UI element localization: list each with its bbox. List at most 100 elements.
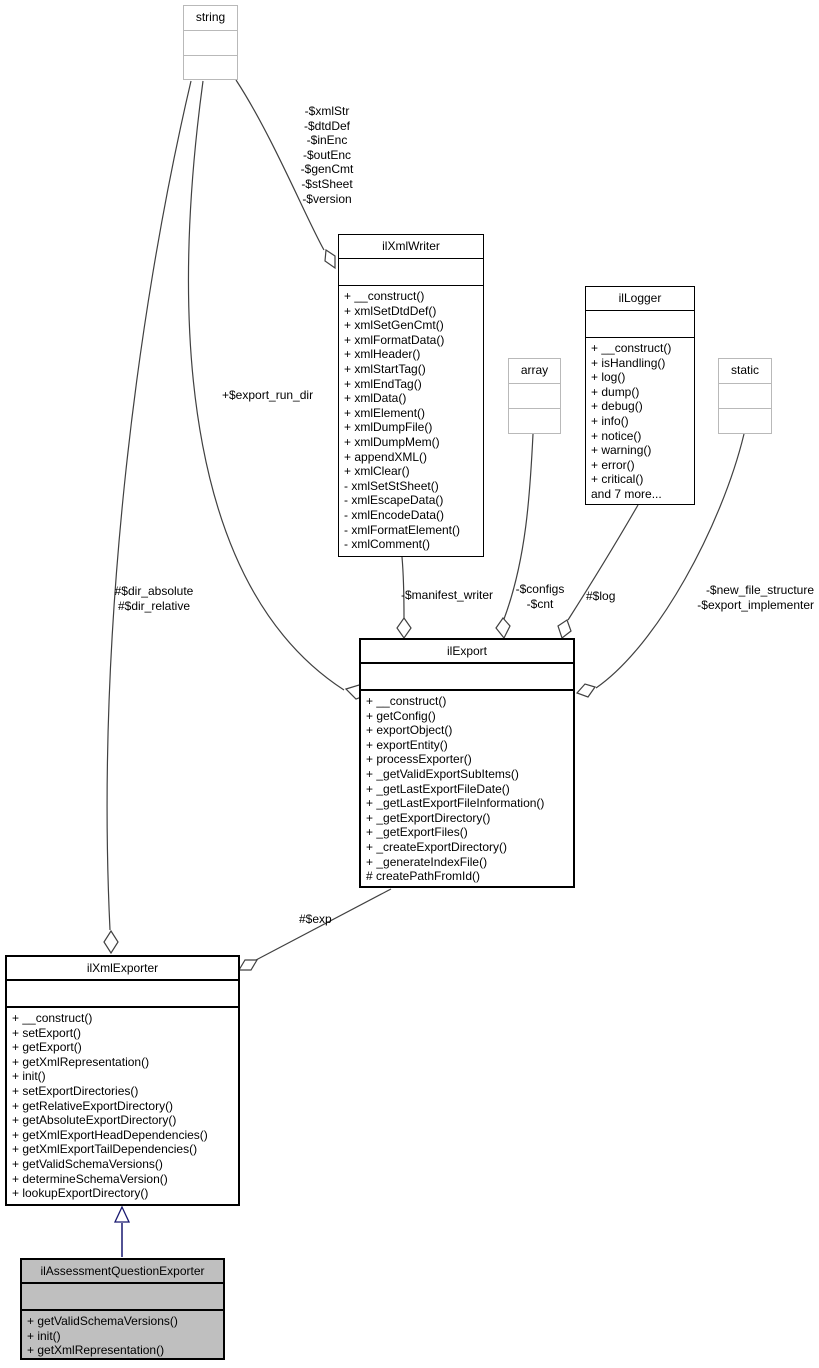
attributes-compartment	[719, 384, 771, 409]
attributes-compartment	[22, 1284, 223, 1311]
list-line: + getXmlRepresentation()	[12, 1054, 150, 1069]
list-line: + getConfig()	[366, 708, 436, 723]
class-node-ilxmlwriter[interactable]: ilXmlWriter + __construct()+ xmlSetDtdDe…	[338, 234, 484, 557]
list-line: + warning()	[591, 443, 652, 458]
list-line: + info()	[591, 413, 629, 428]
list-line: + __construct()	[12, 1011, 93, 1025]
list-line: + getAbsoluteExportDirectory()	[12, 1113, 177, 1128]
aggregation-diamond	[495, 617, 511, 640]
attributes-compartment	[339, 259, 483, 286]
method-list: + __construct()+ xmlSetDtdDef()+ xmlSetG…	[339, 286, 483, 556]
list-line: + determineSchemaVersion()	[12, 1171, 168, 1186]
list-line: + getValidSchemaVersions()	[12, 1156, 163, 1171]
class-node-string[interactable]: string	[183, 5, 238, 80]
class-title: ilExport	[361, 640, 573, 664]
list-line: + __construct()	[344, 289, 425, 303]
list-line: + processExporter()	[366, 752, 472, 767]
list-line: #$dir_absolute	[114, 584, 194, 598]
list-line: + log()	[591, 370, 626, 385]
list-line: + getXmlExportTailDependencies()	[12, 1142, 198, 1157]
list-line: + xmlSetGenCmt()	[344, 318, 444, 333]
list-line: -$cnt	[526, 596, 554, 611]
list-line: - xmlEncodeData()	[344, 507, 445, 522]
edge-label-manifest-writer: -$manifest_writer	[401, 588, 494, 602]
list-line: -$new_file_structure	[705, 583, 814, 597]
edge-label-writer-attributes: -$xmlStr-$dtdDef-$inEnc-$outEnc-$genCmt-…	[294, 104, 360, 206]
list-line: + setExportDirectories()	[12, 1083, 139, 1098]
list-line: -$version	[302, 191, 352, 206]
list-line: -$inEnc	[306, 133, 348, 148]
list-line: + init()	[12, 1069, 46, 1084]
inheritance-arrowhead	[113, 1205, 131, 1223]
edge-label-exp: #$exp	[299, 912, 332, 926]
list-line: + getExport()	[12, 1040, 82, 1055]
list-line: #$dir_relative	[117, 598, 191, 613]
method-list: + __construct()+ getConfig()+ exportObje…	[361, 691, 573, 886]
edge-static-to-ilexport	[595, 433, 745, 689]
list-line: + _getValidExportSubItems()	[366, 766, 519, 781]
list-line: + _getExportFiles()	[366, 825, 468, 840]
list-line: + exportEntity()	[366, 737, 448, 752]
list-line: + _getLastExportFileDate()	[366, 781, 510, 796]
list-line: + xmlClear()	[344, 464, 410, 479]
list-line: - xmlEscapeData()	[344, 493, 444, 508]
methods-compartment	[184, 56, 237, 79]
list-line: -$genCmt	[300, 162, 354, 177]
list-line: + _getExportDirectory()	[366, 810, 491, 825]
list-line: + xmlEndTag()	[344, 376, 422, 391]
class-node-ilxmlexporter[interactable]: ilXmlExporter + __construct()+ setExport…	[5, 955, 240, 1206]
class-node-array[interactable]: array	[508, 358, 561, 434]
list-line: -$export_implementer	[697, 597, 814, 612]
attributes-compartment	[361, 664, 573, 691]
edge-label-log: #$log	[586, 589, 616, 603]
class-title: string	[184, 6, 237, 31]
edge-string-to-ilexport	[187, 80, 345, 691]
list-line: + setExport()	[12, 1025, 82, 1040]
list-line: + _generateIndexFile()	[366, 854, 488, 869]
list-line: + dump()	[591, 384, 640, 399]
list-line: + getValidSchemaVersions()	[27, 1314, 178, 1328]
class-node-illogger[interactable]: ilLogger + __construct()+ isHandling()+ …	[585, 286, 695, 505]
list-line: -$dtdDef	[303, 118, 351, 133]
aggregation-diamond	[396, 616, 412, 640]
list-line: + critical()	[591, 472, 644, 487]
list-line: + xmlStartTag()	[344, 361, 426, 376]
attributes-compartment	[509, 384, 560, 409]
list-line: -$xmlStr	[304, 104, 350, 118]
class-title: ilXmlWriter	[339, 235, 483, 259]
list-line: + __construct()	[366, 694, 447, 708]
class-title: ilAssessmentQuestionExporter	[22, 1260, 223, 1284]
list-line: + xmlDumpMem()	[344, 434, 440, 449]
edge-string-to-ilxmlexporter	[106, 80, 192, 931]
attributes-compartment	[184, 31, 237, 56]
aggregation-diamond	[324, 248, 336, 270]
edge-ilxmlwriter-to-ilexport	[401, 556, 405, 619]
list-line: + isHandling()	[591, 355, 666, 370]
class-node-static[interactable]: static	[718, 358, 772, 434]
methods-compartment	[719, 409, 771, 433]
edge-ilxmlexporter-to-ilexport	[255, 888, 392, 961]
edge-string-to-ilxmlwriter	[235, 79, 325, 251]
list-line: - xmlSetStSheet()	[344, 478, 439, 493]
edge-label-dir: #$dir_absolute#$dir_relative	[108, 584, 200, 613]
method-list: + __construct()+ isHandling()+ log()+ du…	[586, 338, 694, 504]
class-title: array	[509, 359, 560, 384]
list-line: + _createExportDirectory()	[366, 839, 508, 854]
list-line: + error()	[591, 457, 635, 472]
list-line: - xmlFormatElement()	[344, 522, 461, 537]
class-node-ilassessmentquestionexporter[interactable]: ilAssessmentQuestionExporter + getValidS…	[20, 1258, 225, 1360]
edge-label-configs-cnt: -$configs-$cnt	[510, 582, 570, 611]
list-line: + xmlHeader()	[344, 347, 421, 362]
list-line: + getXmlExportHeadDependencies()	[12, 1127, 208, 1142]
list-line: + debug()	[591, 399, 643, 414]
aggregation-diamond	[237, 959, 259, 971]
list-line: + __construct()	[591, 341, 672, 355]
class-node-ilexport[interactable]: ilExport + __construct()+ getConfig()+ e…	[359, 638, 575, 888]
list-line: + xmlDumpFile()	[344, 420, 433, 435]
edge-array-to-ilexport	[503, 433, 534, 620]
list-line: + notice()	[591, 428, 642, 443]
class-title: ilXmlExporter	[7, 957, 238, 981]
edge-illogger-to-ilexport	[567, 504, 639, 621]
